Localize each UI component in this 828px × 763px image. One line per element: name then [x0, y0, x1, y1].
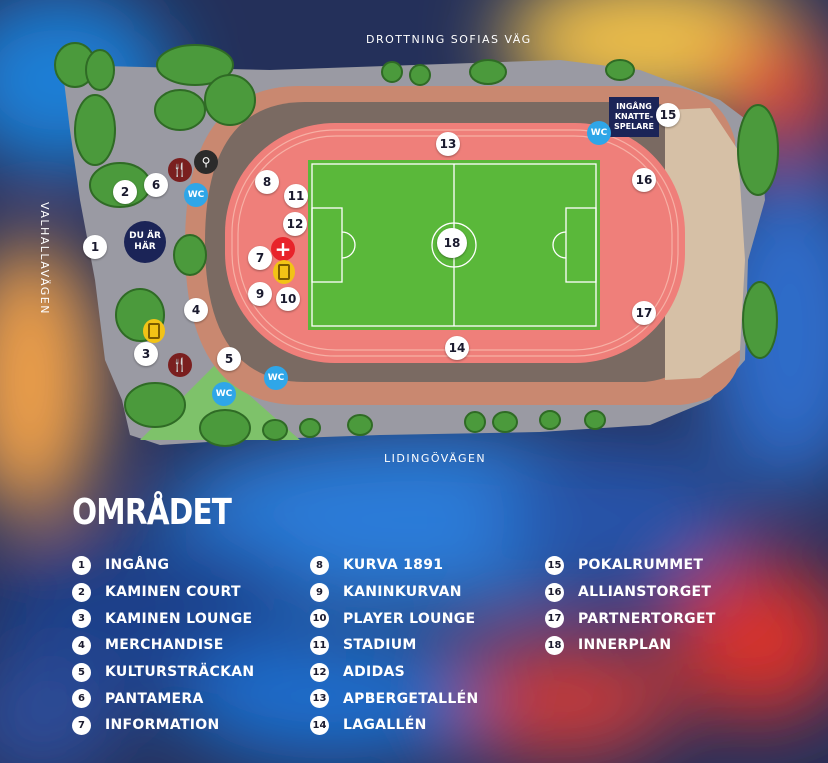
entrance-knatte-line3: SPELARE — [613, 122, 654, 131]
legend-label: POKALRUMMET — [578, 557, 704, 574]
map-pin-13[interactable]: 13 — [436, 132, 460, 156]
legend-column-3: 15 POKALRUMMET 16 ALLIANSTORGET 17 PARTNERT… — [545, 552, 716, 659]
wc-marker-3[interactable]: WC — [264, 366, 288, 390]
legend-label: KAMINEN LOUNGE — [105, 610, 253, 627]
east-building — [665, 108, 745, 380]
legend-column-1: 1 INGÅNG 2 KAMINEN COURT 3 KAMINEN LOUNGE 4… — [72, 552, 254, 739]
food-icon[interactable]: 🍴 — [168, 158, 192, 182]
map-pin-12[interactable]: 12 — [283, 212, 307, 236]
legend-label: KAMINEN COURT — [105, 584, 241, 601]
legend-number: 1 — [72, 555, 91, 575]
legend-item: 9 KANINKURVAN — [310, 579, 479, 606]
legend-item: 7 INFORMATION — [72, 712, 254, 739]
legend-label: PARTNERTORGET — [578, 610, 716, 627]
legend-item: 14 LAGALLÉN — [310, 712, 479, 739]
drink-icon[interactable] — [273, 260, 295, 284]
map-pin-5[interactable]: 5 — [217, 347, 241, 371]
legend-item: 16 ALLIANSTORGET — [545, 579, 716, 606]
legend-label: PANTAMERA — [105, 690, 204, 707]
legend-item: 6 PANTAMERA — [72, 685, 254, 712]
map-pin-6[interactable]: 6 — [144, 173, 168, 197]
legend-label: KANINKURVAN — [343, 584, 462, 601]
legend-item: 13 APBERGETALLÉN — [310, 685, 479, 712]
legend-label: INFORMATION — [105, 717, 220, 734]
trees — [54, 42, 779, 447]
legend-number: 15 — [545, 555, 564, 575]
legend-number: 4 — [72, 635, 91, 655]
legend-title: OMRÅDET — [72, 492, 232, 533]
street-west: VALHALLAVÄGEN — [37, 202, 51, 315]
legend-item: 4 MERCHANDISE — [72, 632, 254, 659]
legend-number: 17 — [545, 609, 564, 629]
drink-icon[interactable] — [143, 319, 165, 343]
entrance-knatte-line1: INGÅNG — [616, 102, 652, 111]
you-are-here-line2: HÄR — [134, 242, 156, 252]
legend-label: APBERGETALLÉN — [343, 690, 479, 707]
legend-item: 12 ADIDAS — [310, 659, 479, 686]
legend-number: 13 — [310, 689, 329, 709]
food-icon[interactable]: 🍴 — [168, 353, 192, 377]
legend-number: 11 — [310, 635, 329, 655]
legend-item: 11 STADIUM — [310, 632, 479, 659]
legend-item: 8 KURVA 1891 — [310, 552, 479, 579]
map-pin-18[interactable]: 18 — [437, 228, 467, 258]
wc-marker-2[interactable]: WC — [212, 382, 236, 406]
legend-item: 3 KAMINEN LOUNGE — [72, 605, 254, 632]
stadium-map — [54, 42, 779, 447]
map-pin-9[interactable]: 9 — [248, 282, 272, 306]
map-pin-4[interactable]: 4 — [184, 298, 208, 322]
legend-label: INGÅNG — [105, 557, 170, 574]
legend-label: LAGALLÉN — [343, 717, 427, 734]
legend-number: 7 — [72, 715, 91, 735]
street-north: DROTTNING SOFIAS VÄG — [366, 33, 532, 46]
entrance-knatte-label: INGÅNG KNATTE- SPELARE — [609, 97, 659, 137]
legend-label: STADIUM — [343, 637, 417, 654]
map-pin-11[interactable]: 11 — [284, 184, 308, 208]
you-are-here-marker: DU ÄR HÄR — [124, 221, 166, 263]
legend-number: 6 — [72, 689, 91, 709]
map-pin-17[interactable]: 17 — [632, 301, 656, 325]
map-pin-15[interactable]: 15 — [656, 103, 680, 127]
wc-marker-4[interactable]: WC — [587, 121, 611, 145]
first-aid-icon[interactable]: + — [271, 237, 295, 261]
legend-label: INNERPLAN — [578, 637, 672, 654]
legend-column-2: 8 KURVA 1891 9 KANINKURVAN 10 PLAYER LOUNGE… — [310, 552, 479, 739]
legend-label: KULTURSTRÄCKAN — [105, 664, 255, 681]
legend-number: 12 — [310, 662, 329, 682]
map-pin-14[interactable]: 14 — [445, 336, 469, 360]
map-pin-1[interactable]: 1 — [83, 235, 107, 259]
legend-item: 18 INNERPLAN — [545, 632, 716, 659]
wc-marker-1[interactable]: WC — [184, 183, 208, 207]
legend-item: 17 PARTNERTORGET — [545, 605, 716, 632]
legend-number: 18 — [545, 635, 564, 655]
legend-label: MERCHANDISE — [105, 637, 224, 654]
map-pin-8[interactable]: 8 — [255, 170, 279, 194]
map-pin-7[interactable]: 7 — [248, 246, 272, 270]
you-are-here-line1: DU ÄR — [129, 231, 161, 241]
legend-item: 1 INGÅNG — [72, 552, 254, 579]
map-pin-16[interactable]: 16 — [632, 168, 656, 192]
legend-label: PLAYER LOUNGE — [343, 610, 476, 627]
legend-number: 16 — [545, 582, 564, 602]
legend-number: 3 — [72, 609, 91, 629]
stroller-icon[interactable]: ⚲ — [194, 150, 218, 174]
map-pin-2[interactable]: 2 — [113, 180, 137, 204]
legend-number: 2 — [72, 582, 91, 602]
entrance-knatte-line2: KNATTE- — [614, 112, 654, 121]
legend-number: 8 — [310, 555, 329, 575]
legend-number: 5 — [72, 662, 91, 682]
legend-number: 10 — [310, 609, 329, 629]
legend-item: 15 POKALRUMMET — [545, 552, 716, 579]
legend-item: 2 KAMINEN COURT — [72, 579, 254, 606]
legend-number: 9 — [310, 582, 329, 602]
map-pin-3[interactable]: 3 — [134, 342, 158, 366]
legend-number: 14 — [310, 715, 329, 735]
legend-item: 10 PLAYER LOUNGE — [310, 605, 479, 632]
map-pin-10[interactable]: 10 — [276, 287, 300, 311]
legend-label: ADIDAS — [343, 664, 406, 681]
legend-label: KURVA 1891 — [343, 557, 444, 574]
street-south: LIDINGÖVÄGEN — [384, 452, 487, 465]
legend-label: ALLIANSTORGET — [578, 584, 712, 601]
legend-item: 5 KULTURSTRÄCKAN — [72, 659, 254, 686]
